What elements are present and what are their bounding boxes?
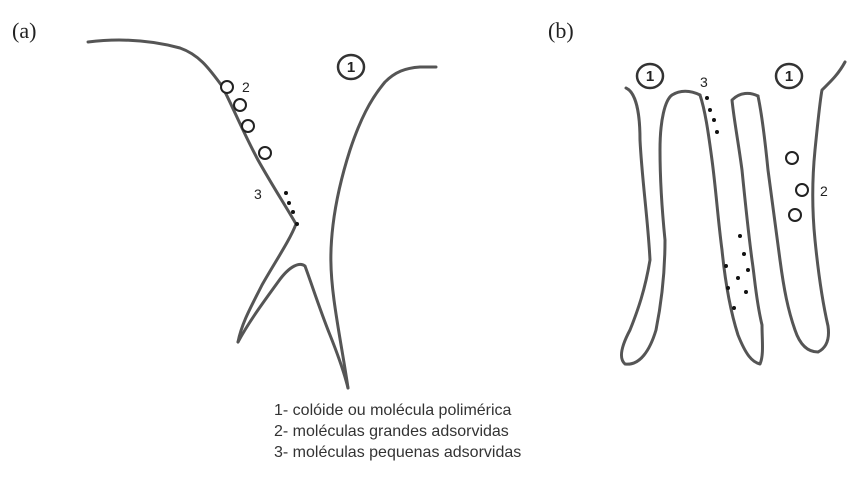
small-molecule	[284, 191, 288, 195]
large-molecule	[796, 184, 808, 196]
pore-b1-left-wall	[621, 88, 700, 364]
large-molecule	[221, 81, 233, 93]
pore-a-right-wall	[331, 67, 436, 388]
large-molecule	[786, 152, 798, 164]
small-molecule	[287, 201, 291, 205]
marker-two-a: 2	[242, 79, 250, 95]
small-molecule	[732, 306, 736, 310]
legend: 1- colóide ou molécula polimérica 2- mol…	[274, 400, 521, 463]
small-molecule	[736, 276, 740, 280]
small-molecule	[712, 118, 716, 122]
svg-text:1: 1	[785, 68, 793, 85]
svg-text:1: 1	[646, 68, 654, 85]
small-molecule	[746, 268, 750, 272]
legend-item-small-molecules: 3- moléculas pequenas adsorvidas	[274, 442, 521, 463]
small-molecule	[742, 252, 746, 256]
small-molecule	[708, 108, 712, 112]
pore-b2-left-wall	[700, 93, 763, 364]
marker-one-b-right: 1	[776, 64, 802, 88]
small-molecule	[705, 96, 709, 100]
marker-one-a: 1	[338, 55, 364, 79]
pore-a-left-wall	[88, 40, 296, 342]
large-molecule	[789, 209, 801, 221]
small-molecule	[738, 234, 742, 238]
marker-one-b-left: 1	[637, 64, 663, 88]
svg-text:1: 1	[347, 59, 355, 76]
pore-b2-right-wall	[758, 62, 845, 352]
marker-three-a: 3	[254, 186, 262, 202]
marker-two-b: 2	[820, 183, 828, 199]
small-molecule	[744, 290, 748, 294]
legend-item-colloid: 1- colóide ou molécula polimérica	[274, 400, 521, 421]
marker-three-b: 3	[700, 74, 708, 90]
small-molecule	[726, 286, 730, 290]
legend-item-large-molecules: 2- moléculas grandes adsorvidas	[274, 421, 521, 442]
small-molecule	[295, 222, 299, 226]
large-molecule	[234, 99, 246, 111]
large-molecule	[242, 120, 254, 132]
small-molecule	[724, 264, 728, 268]
small-molecule	[291, 210, 295, 214]
large-molecule	[259, 147, 271, 159]
small-molecule	[715, 130, 719, 134]
